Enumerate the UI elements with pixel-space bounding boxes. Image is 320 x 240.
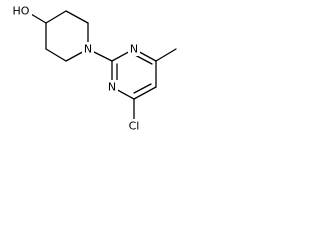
structure-diagram: HO N N N Cl [12,4,177,133]
bond-c6-c5 [45,48,67,62]
piperidine-nitrogen-label: N [84,43,92,56]
bond-c3-c2 [65,10,89,24]
chloro-label: Cl [129,120,140,133]
bond-c5pyr-c6pyr-double [133,83,152,94]
atom-pyrimidine-n3: N [128,42,140,56]
atom-pyrimidine-n1: N [106,80,118,94]
hydroxyl-label: HO [13,5,30,18]
atom-hydroxyl: HO [12,4,32,18]
atom-piperidine-nitrogen: N [82,42,94,56]
pyrimidine-n1-label: N [108,81,116,94]
atom-chloro: Cl [125,119,143,133]
bond-c5pyr-c6pyr [133,86,157,100]
bond-n3-c4pyr-double [134,54,153,65]
pyrimidine-n3-label: N [130,43,138,56]
atom-label-layer: HO N N N Cl [12,4,143,133]
bond-layer [25,10,177,121]
bond-c4-c3 [45,10,67,24]
bond-c4pyr-methyl [155,48,177,62]
